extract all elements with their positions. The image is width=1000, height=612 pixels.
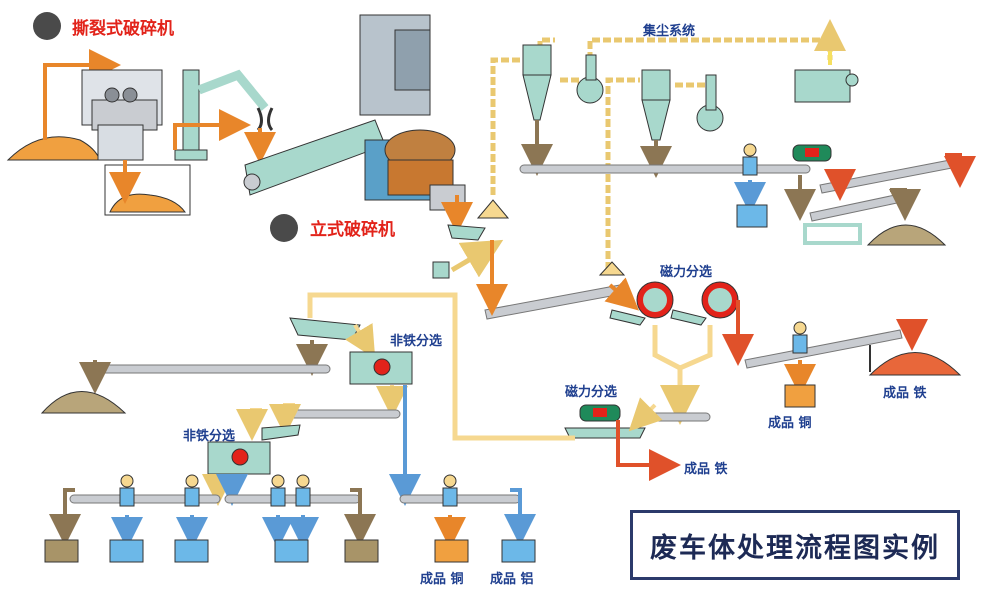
bin-blue-top <box>736 204 768 228</box>
iron-path-mid <box>616 420 681 481</box>
screen-left <box>289 317 376 376</box>
dust-system-label: 集尘系统 <box>643 24 696 39</box>
raw-material-pile <box>6 136 101 161</box>
cyclone-2 <box>640 69 672 178</box>
iron-product-label-right: 成品 铁 <box>883 386 927 401</box>
copper-product-label-bottom: 成品 铜 <box>420 572 464 587</box>
magnet-mid <box>564 404 646 439</box>
copper-product-label-right: 成品 铜 <box>768 416 812 431</box>
conveyor-left-mid <box>269 403 401 436</box>
dust-filter-box <box>794 19 859 103</box>
grab-crane <box>174 69 274 161</box>
eddy-separator-1 <box>349 351 421 506</box>
magnetic-feed-arrow <box>604 277 639 311</box>
eddy-separator-2 <box>202 441 271 506</box>
nonferrous-separation-label-2: 非铁分选 <box>183 429 236 444</box>
magnet-top-right <box>792 144 832 162</box>
worker-1 <box>734 143 766 214</box>
bottom-workers <box>119 474 458 507</box>
vibrating-feeder <box>447 224 486 241</box>
tear-crusher-label: 撕裂式破碎机 <box>72 19 174 39</box>
conveyor-top-3 <box>784 175 921 245</box>
fan-2 <box>696 74 724 132</box>
vertical-crusher-label: 立式破碎机 <box>310 220 395 240</box>
magnetic-drums <box>609 281 739 326</box>
worker-2 <box>784 321 816 396</box>
aluminum-product-label-bottom: 成品 铝 <box>490 572 534 587</box>
feed-arrow-1 <box>43 49 121 140</box>
tear-crusher-bin <box>104 164 191 216</box>
tear-crusher-dot <box>33 12 61 40</box>
sand-pile-top-right <box>866 224 947 246</box>
conveyor-mid <box>628 397 711 432</box>
bottom-bins <box>44 488 536 563</box>
iron-pile-right <box>868 345 962 376</box>
bin-copper-right <box>784 384 816 408</box>
incline-conveyor <box>243 119 386 196</box>
diagram-title-box: 废车体处理流程图实例 <box>630 510 960 580</box>
y-merge-stream <box>652 325 713 425</box>
sand-pile-left <box>40 391 127 414</box>
fan-1 <box>576 54 604 104</box>
conveyor-bottom-3 <box>399 494 521 504</box>
diagram-title: 废车体处理流程图实例 <box>650 532 940 564</box>
small-device <box>432 239 504 279</box>
dust-hood-2 <box>598 261 626 276</box>
vertical-crusher-dot <box>270 214 298 242</box>
conveyor-top-1 <box>519 164 811 174</box>
conveyor-bottom-1 <box>69 494 221 504</box>
nonferrous-separation-label-1: 非铁分选 <box>390 334 443 349</box>
cyclone-1 <box>521 44 553 176</box>
magnetic-separation-label-2: 磁力分选 <box>565 385 618 400</box>
vertical-crusher-machine <box>359 14 466 211</box>
iron-product-label-mid: 成品 铁 <box>684 462 728 477</box>
crane-arrows <box>173 109 276 164</box>
conveyor-left-long <box>79 360 331 394</box>
main-conveyor <box>476 240 623 320</box>
conveyor-bottom-2 <box>224 494 361 504</box>
tear-crusher-machine <box>81 69 163 161</box>
screen-left-2 <box>236 408 301 441</box>
return-stream <box>307 292 575 441</box>
magnetic-separation-label-1: 磁力分选 <box>660 265 713 280</box>
dust-hood-1 <box>476 199 510 219</box>
conveyor-right <box>744 319 928 369</box>
